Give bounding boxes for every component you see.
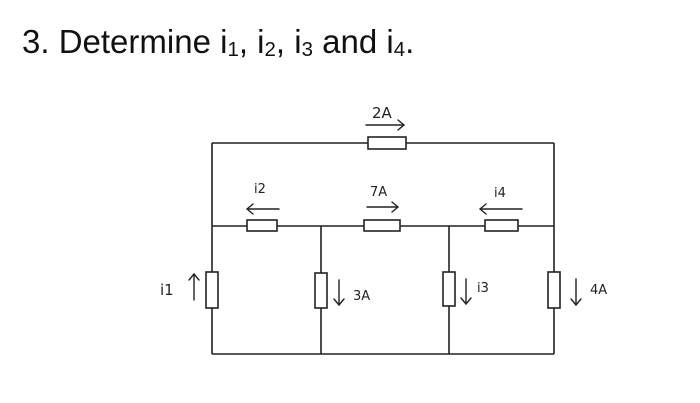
var-i1: i1 [220,23,239,61]
resistor-third-vertical [442,271,456,307]
right-arrow-icon [366,201,399,213]
resistor-middle [363,219,401,232]
resistor-right-upper [484,219,519,232]
down-arrow-icon [570,278,582,306]
down-arrow-icon [460,278,472,305]
current-label-middle: 7A [370,185,387,200]
up-arrow-icon [188,273,200,301]
var-i3: i3 [294,23,313,61]
right-arrow-icon [365,119,405,131]
current-label-i3: i3 [477,281,489,296]
down-arrow-icon [333,279,345,306]
current-label-i4: i4 [494,186,506,201]
left-arrow-icon [246,203,280,215]
current-label-i1: i1 [160,281,174,299]
circuit-wires [211,142,555,355]
var-i2: i2 [257,23,276,61]
resistor-left-vertical [205,271,219,309]
resistor-right-vertical [547,271,561,309]
var-i4: i4 [386,23,406,61]
resistor-top [367,136,407,150]
current-label-i2: i2 [254,182,266,197]
conjunction-and: and [322,23,378,60]
question-number: 3. [22,23,50,60]
resistor-left-upper [246,219,278,232]
resistor-second-vertical [314,272,328,309]
current-label-top: 2A [372,104,393,122]
question-verb: Determine [58,23,211,60]
left-arrow-icon [479,203,523,215]
current-label-right-vertical: 4A [590,283,607,298]
question-title: 3. Determine i1, i2, i3 and i4. [22,23,415,61]
current-label-second-vertical: 3A [353,289,370,304]
